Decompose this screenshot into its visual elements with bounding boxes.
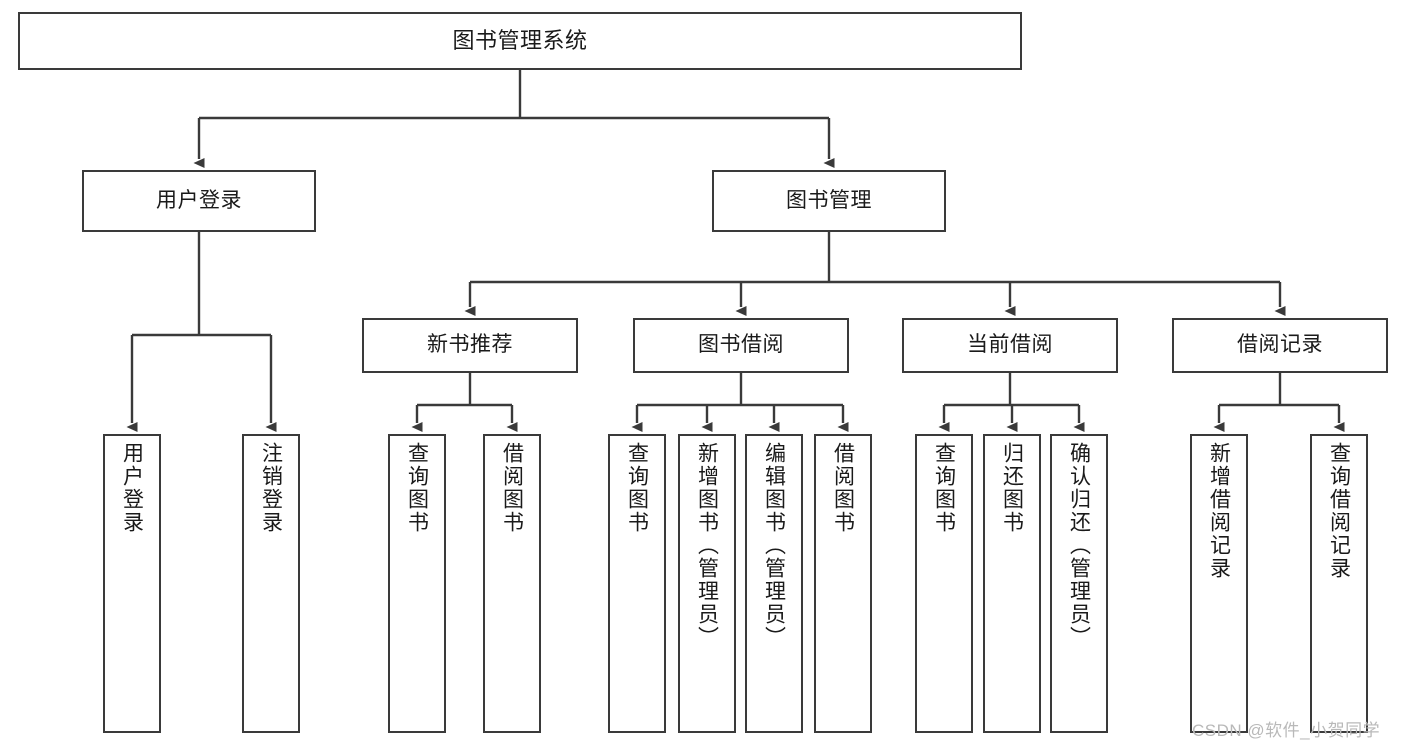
node-label-leaf-borrow-book-1: 借阅图书: [500, 442, 524, 534]
node-label-leaf-query-book-1: 查询图书: [405, 442, 429, 534]
node-label-leaf-logout: 注销登录: [259, 442, 283, 534]
node-leaf-confirm-return[interactable]: 确认归还（管理员）: [1050, 434, 1108, 733]
node-current-borrow[interactable]: 当前借阅: [902, 318, 1118, 373]
node-leaf-logout[interactable]: 注销登录: [242, 434, 300, 733]
node-label-book-borrow: 图书借阅: [698, 333, 784, 357]
node-borrow-record[interactable]: 借阅记录: [1172, 318, 1388, 373]
node-leaf-add-book[interactable]: 新增图书（管理员）: [678, 434, 736, 733]
node-label-current-borrow: 当前借阅: [967, 333, 1053, 357]
node-label-leaf-add-record: 新增借阅记录: [1207, 442, 1231, 580]
node-book-borrow[interactable]: 图书借阅: [633, 318, 849, 373]
node-root[interactable]: 图书管理系统: [18, 12, 1022, 70]
node-leaf-return-book[interactable]: 归还图书: [983, 434, 1041, 733]
node-label-leaf-edit-book: 编辑图书（管理员）: [762, 442, 786, 649]
node-label-leaf-add-book: 新增图书（管理员）: [695, 442, 719, 649]
node-label-leaf-borrow-book-2: 借阅图书: [831, 442, 855, 534]
node-label-leaf-confirm-return: 确认归还（管理员）: [1067, 442, 1091, 649]
node-leaf-borrow-book-1[interactable]: 借阅图书: [483, 434, 541, 733]
node-label-book-manage: 图书管理: [786, 188, 872, 212]
node-label-leaf-return-book: 归还图书: [1000, 442, 1024, 534]
node-new-book-rec[interactable]: 新书推荐: [362, 318, 578, 373]
node-leaf-add-record[interactable]: 新增借阅记录: [1190, 434, 1248, 733]
node-label-leaf-query-book-2: 查询图书: [625, 442, 649, 534]
csdn-watermark: CSDN @软件_小贺同学: [1192, 721, 1381, 740]
node-label-login: 用户登录: [156, 188, 242, 212]
node-leaf-query-book-1[interactable]: 查询图书: [388, 434, 446, 733]
node-leaf-edit-book[interactable]: 编辑图书（管理员）: [745, 434, 803, 733]
node-leaf-borrow-book-2[interactable]: 借阅图书: [814, 434, 872, 733]
node-leaf-query-book-2[interactable]: 查询图书: [608, 434, 666, 733]
node-leaf-query-book-3[interactable]: 查询图书: [915, 434, 973, 733]
node-login[interactable]: 用户登录: [82, 170, 316, 232]
node-label-root: 图书管理系统: [452, 28, 588, 54]
node-label-leaf-query-record: 查询借阅记录: [1327, 442, 1351, 580]
node-leaf-user-login[interactable]: 用户登录: [103, 434, 161, 733]
node-label-borrow-record: 借阅记录: [1237, 333, 1323, 357]
node-leaf-query-record[interactable]: 查询借阅记录: [1310, 434, 1368, 733]
node-label-new-book-rec: 新书推荐: [427, 333, 513, 357]
node-book-manage[interactable]: 图书管理: [712, 170, 946, 232]
node-label-leaf-user-login: 用户登录: [120, 442, 144, 534]
node-label-leaf-query-book-3: 查询图书: [932, 442, 956, 534]
